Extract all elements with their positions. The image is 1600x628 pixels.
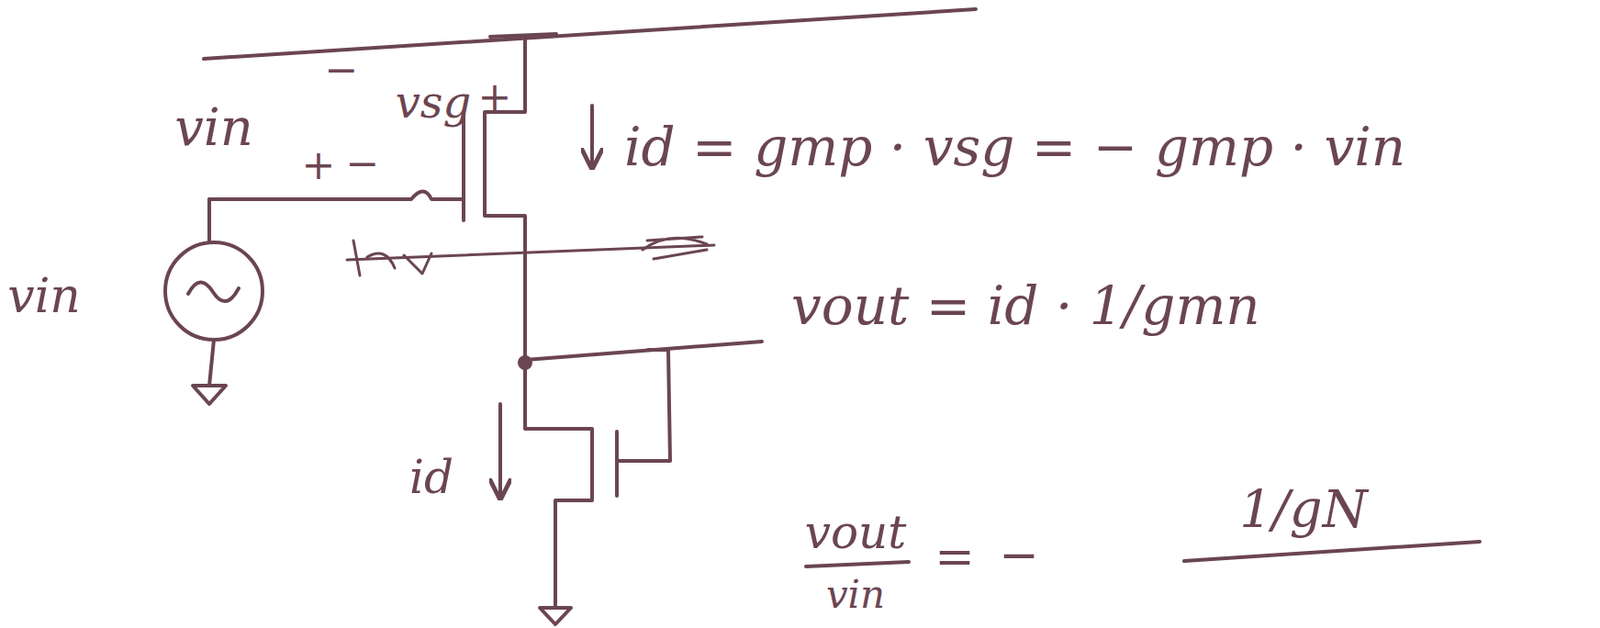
equation-term: − bbox=[998, 530, 1040, 579]
equation-term: = bbox=[934, 532, 975, 581]
polarity-sign: − bbox=[324, 49, 359, 90]
sine-symbol bbox=[188, 281, 239, 302]
ground-symbol bbox=[539, 607, 571, 625]
pmos-gate-plate bbox=[461, 111, 466, 221]
equation-term: vin bbox=[826, 575, 885, 615]
equation: id = gmp · vsg = − gmp · vin bbox=[624, 120, 1406, 174]
source-ground-wire bbox=[209, 339, 214, 386]
fraction-bar bbox=[805, 561, 909, 567]
ground-symbol bbox=[192, 385, 226, 404]
equation: vout = id · 1/gmn bbox=[791, 279, 1261, 333]
fraction-bar bbox=[1184, 541, 1480, 561]
nmos-channel bbox=[525, 362, 593, 608]
output-wire bbox=[525, 341, 762, 360]
source-wire bbox=[207, 199, 212, 243]
polarity-sign: + bbox=[478, 77, 513, 118]
equation-term: vout bbox=[805, 509, 907, 556]
current-label: id bbox=[409, 454, 454, 501]
polarity-sign: − bbox=[346, 143, 381, 184]
diode-connection bbox=[616, 349, 671, 461]
signal-name: vsg bbox=[395, 79, 471, 124]
current-arrow bbox=[498, 403, 503, 496]
supply-rail bbox=[203, 9, 976, 59]
scribble-marks bbox=[353, 236, 707, 276]
ac-source-symbol bbox=[165, 242, 263, 340]
supply-tab bbox=[490, 33, 557, 37]
equation-term: 1/gN bbox=[1239, 483, 1367, 536]
gate-wire bbox=[209, 191, 464, 201]
signal-name: vin bbox=[7, 271, 81, 320]
current-arrow bbox=[590, 105, 594, 166]
signal-name: vin bbox=[174, 101, 254, 154]
polarity-sign: + bbox=[302, 145, 336, 186]
nmos-gate-plate bbox=[615, 431, 619, 496]
